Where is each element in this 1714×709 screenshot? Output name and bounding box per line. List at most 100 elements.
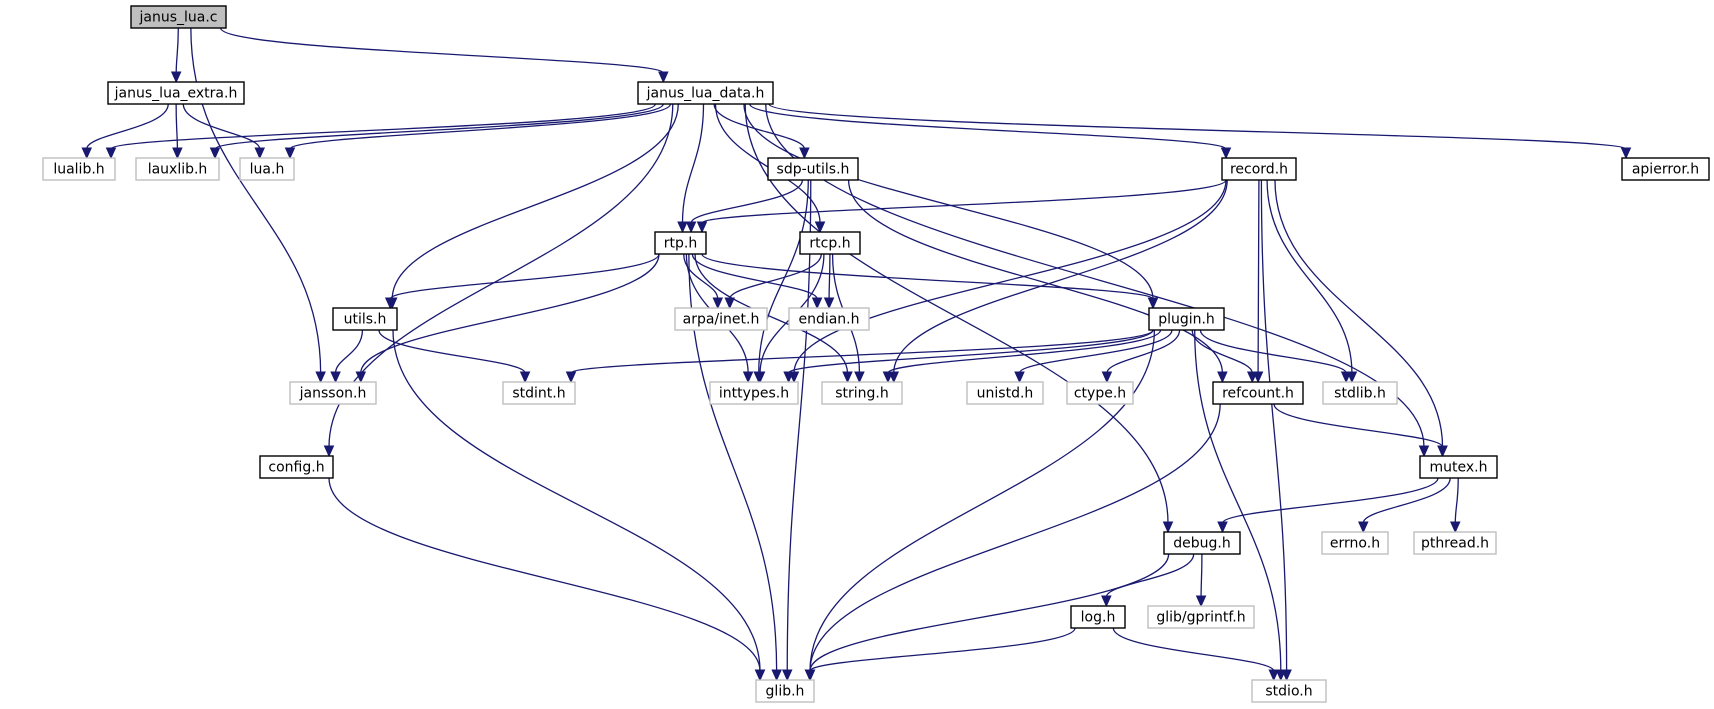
node-box xyxy=(1212,381,1304,405)
node-box xyxy=(1419,455,1498,479)
node-label: lua.h xyxy=(250,162,285,178)
edge-line xyxy=(334,329,364,374)
node-box xyxy=(1251,679,1327,703)
edge-arrowhead xyxy=(799,147,810,160)
node-config-h[interactable]: config.h xyxy=(259,455,334,479)
node-lauxlib-h: lauxlib.h xyxy=(135,157,220,181)
edge-janus-lua-data-h-to-rtp-h xyxy=(677,103,705,234)
edge-line xyxy=(392,329,761,672)
edge-line xyxy=(1362,477,1451,524)
edge-arrowhead xyxy=(814,221,826,234)
node-box xyxy=(674,307,768,331)
edge-record-h-to-stdlib-h xyxy=(1266,179,1358,384)
edge-line xyxy=(1257,179,1260,374)
edge-line xyxy=(1105,553,1195,598)
node-box xyxy=(1148,307,1225,331)
edge-plugin-h-to-refcount-h xyxy=(1191,329,1258,384)
node-box xyxy=(1070,605,1126,629)
node-label: pthread.h xyxy=(1421,536,1489,552)
edge-line xyxy=(389,253,660,300)
edge-janus-lua-data-h-to-lua-h xyxy=(284,103,672,160)
node-mutex-h[interactable]: mutex.h xyxy=(1419,455,1498,479)
node-stdlib-h: stdlib.h xyxy=(1322,381,1398,405)
edge-line xyxy=(743,103,1154,300)
edge-arrowhead xyxy=(1195,595,1207,608)
node-label: config.h xyxy=(268,460,324,476)
edge-rtcp-h-to-arpa-inet-h xyxy=(724,253,822,310)
edge-janus-lua-c-to-janus-lua-extra-h xyxy=(170,27,182,84)
edge-arrowhead xyxy=(1220,147,1232,160)
edge-janus-lua-c-to-janus-lua-data-h xyxy=(220,27,669,84)
edge-config-h-to-glib-h xyxy=(328,477,766,682)
node-string-h: string.h xyxy=(821,381,903,405)
node-box xyxy=(259,455,334,479)
edge-record-h-to-stdio-h xyxy=(1260,179,1292,682)
node-refcount-h[interactable]: refcount.h xyxy=(1212,381,1304,405)
edge-arrowhead xyxy=(519,371,531,384)
edge-line xyxy=(182,103,261,150)
node-label: mutex.h xyxy=(1430,460,1488,476)
edge-line xyxy=(893,179,1228,374)
node-box xyxy=(755,679,815,703)
node-label: record.h xyxy=(1230,162,1288,178)
edge-debug-h-to-glib-gprintf-h xyxy=(1195,553,1207,608)
edge-refcount-h-to-glib-h xyxy=(804,403,1221,682)
edge-arrowhead xyxy=(1450,521,1461,534)
edge-line xyxy=(1273,403,1444,448)
node-label: sdp-utils.h xyxy=(777,162,850,178)
edge-line xyxy=(828,253,831,300)
edge-line xyxy=(328,477,761,672)
node-errno-h: errno.h xyxy=(1321,531,1389,555)
node-apierror-h[interactable]: apierror.h xyxy=(1621,157,1710,181)
edge-arrowhead xyxy=(742,371,754,384)
edge-arrowhead xyxy=(724,297,735,310)
node-log-h[interactable]: log.h xyxy=(1070,605,1126,629)
edge-janus-lua-data-h-to-config-h xyxy=(323,103,674,458)
edge-line xyxy=(360,253,660,374)
edge-refcount-h-to-mutex-h xyxy=(1273,403,1448,458)
node-lualib-h: lualib.h xyxy=(42,157,116,181)
edge-arrowhead xyxy=(754,669,766,682)
edge-line xyxy=(701,179,1227,224)
edge-arrowhead xyxy=(330,371,341,384)
node-box xyxy=(767,157,859,181)
node-janus-lua-extra-h[interactable]: janus_lua_extra.h xyxy=(107,81,245,105)
edge-line xyxy=(1266,179,1353,374)
node-sdp-utils-h[interactable]: sdp-utils.h xyxy=(767,157,859,181)
node-plugin-h[interactable]: plugin.h xyxy=(1148,307,1225,331)
node-debug-h[interactable]: debug.h xyxy=(1163,531,1241,555)
edge-arrowhead xyxy=(781,669,793,682)
node-label: unistd.h xyxy=(977,386,1034,402)
edge-arrowhead xyxy=(842,371,853,384)
node-label: jansson.h xyxy=(299,386,367,402)
edge-line xyxy=(1454,477,1459,524)
edge-line xyxy=(391,103,679,300)
node-rtp-h[interactable]: rtp.h xyxy=(654,231,707,255)
edge-line xyxy=(793,179,1227,374)
node-janus-lua-c[interactable]: janus_lua.c xyxy=(130,5,227,29)
edge-arrowhead xyxy=(170,71,182,84)
edge-line xyxy=(190,27,322,374)
node-label: refcount.h xyxy=(1222,386,1294,402)
node-janus-lua-data-h[interactable]: janus_lua_data.h xyxy=(637,81,774,105)
edge-line xyxy=(328,103,674,448)
edge-rtp-h-to-utils-h xyxy=(384,253,660,310)
edge-rtcp-h-to-endian-h xyxy=(823,253,835,310)
node-rtcp-h[interactable]: rtcp.h xyxy=(799,231,861,255)
node-box xyxy=(799,231,861,255)
edge-janus-lua-extra-h-to-lua-h xyxy=(182,103,265,160)
node-label: glib.h xyxy=(766,684,805,700)
edge-line xyxy=(1018,329,1173,374)
edge-line xyxy=(214,103,664,150)
node-utils-h[interactable]: utils.h xyxy=(332,307,398,331)
node-label: string.h xyxy=(835,386,889,402)
node-box xyxy=(135,157,220,181)
node-record-h[interactable]: record.h xyxy=(1221,157,1297,181)
node-label: stdint.h xyxy=(512,386,565,402)
node-pthread-h: pthread.h xyxy=(1413,531,1497,555)
edge-arrowhead xyxy=(1358,521,1369,534)
edge-sdp-utils-h-to-refcount-h xyxy=(847,179,1228,384)
edge-arrowhead xyxy=(1418,445,1430,458)
node-label: utils.h xyxy=(344,312,387,328)
